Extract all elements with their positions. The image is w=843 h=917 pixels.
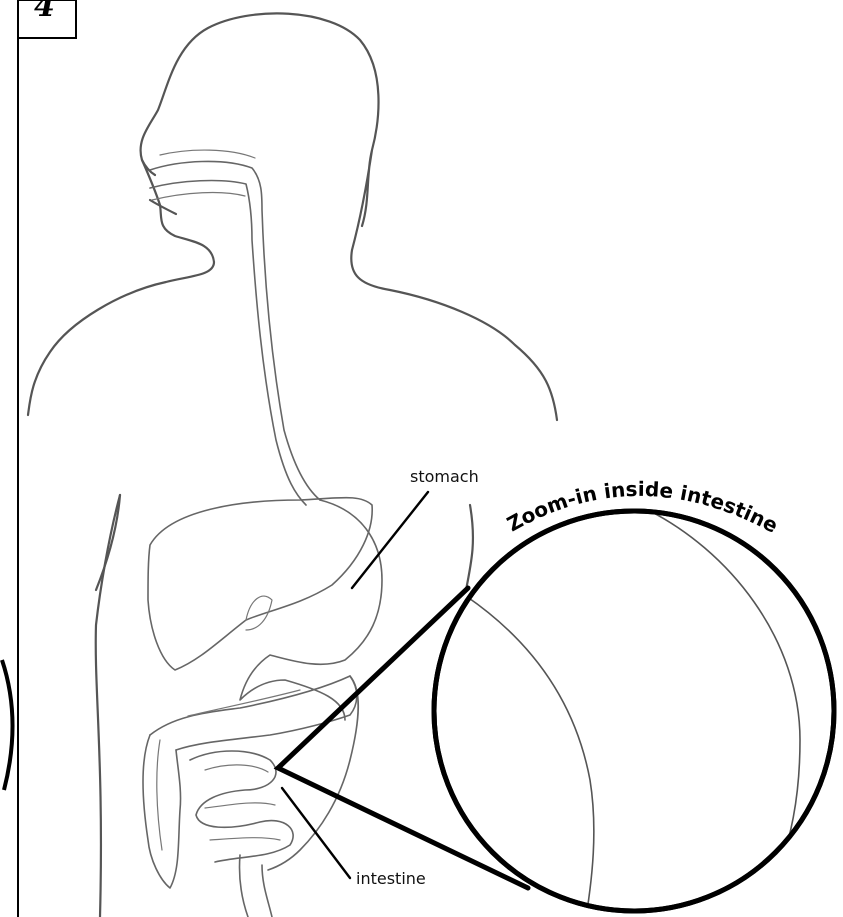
intestine-label: intestine	[356, 869, 426, 888]
gallbladder	[246, 596, 272, 630]
adjacent-lens-arc	[2, 660, 13, 790]
stomach-label: stomach	[410, 467, 479, 486]
esophagus	[150, 150, 320, 505]
figure-number-box: 4	[18, 0, 76, 38]
figure-number: 4	[34, 0, 55, 24]
zoom-lens	[434, 508, 834, 917]
body-outline	[28, 13, 557, 420]
stomach-leader-line	[352, 492, 428, 588]
torso-right-side	[466, 505, 473, 590]
liver	[148, 498, 372, 670]
small-intestine	[190, 751, 293, 917]
